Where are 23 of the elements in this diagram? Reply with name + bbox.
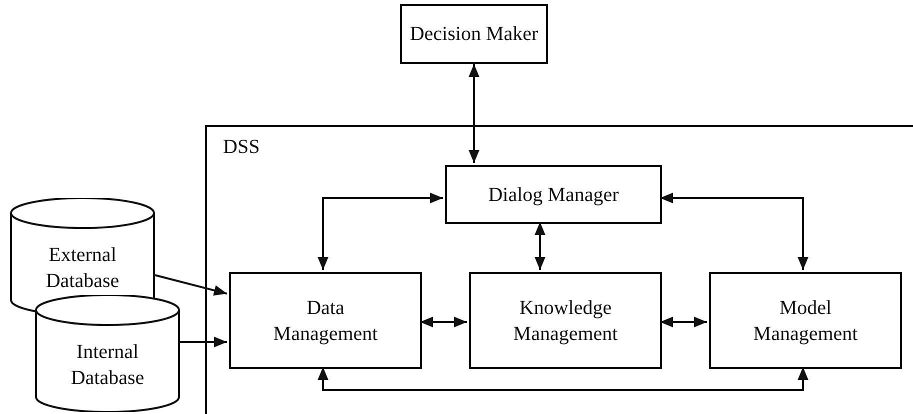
arrow (154, 274, 228, 296)
arrow (660, 192, 808, 270)
process-box (445, 165, 662, 224)
process-box (400, 4, 548, 64)
node-label: Internal Database (70, 340, 146, 390)
process-box (469, 272, 662, 369)
node-label: Knowledge Management (512, 296, 619, 346)
arrow (420, 316, 467, 328)
node-label: Decision Maker (410, 22, 538, 47)
arrow (660, 316, 707, 328)
arrow (534, 222, 546, 270)
arrow (180, 336, 227, 348)
node-label: Model Management (752, 296, 859, 346)
arrow (318, 367, 808, 391)
boundary-title: DSS (223, 136, 260, 159)
process-box (229, 272, 422, 369)
node-label: Data Management (272, 296, 379, 346)
arrow (318, 192, 443, 270)
system-boundary (205, 125, 913, 414)
process-box (709, 272, 902, 369)
node-label: Dialog Manager (488, 182, 619, 208)
arrow (468, 64, 480, 163)
node-label: External Database (44, 242, 120, 294)
